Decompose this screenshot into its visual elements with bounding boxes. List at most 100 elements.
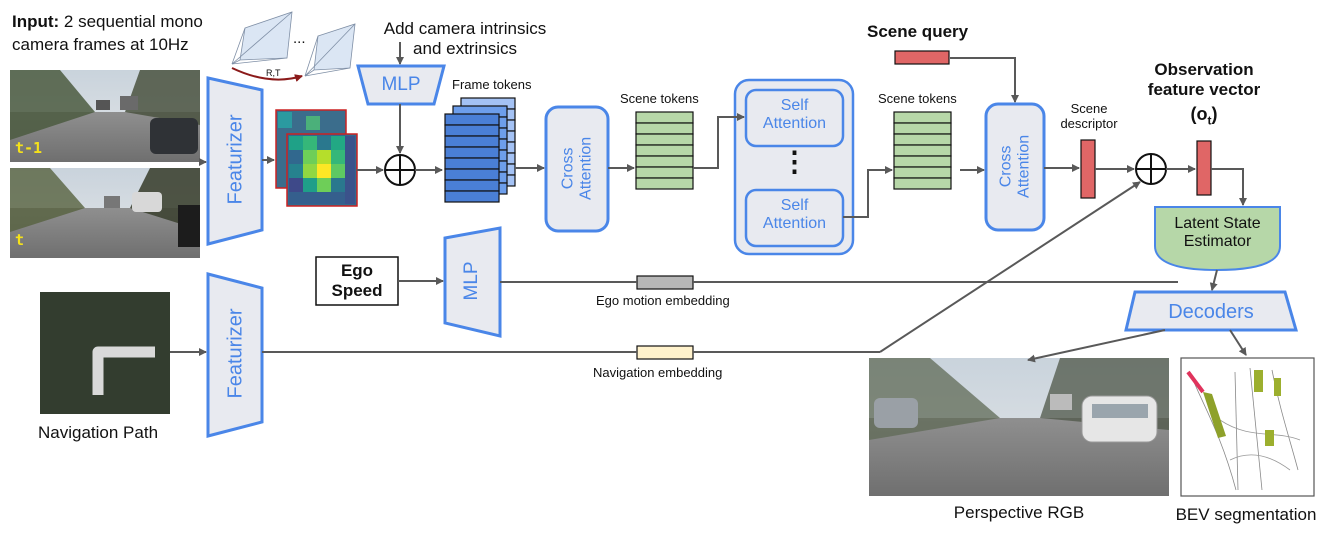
scene-tokens-1-label: Scene tokens xyxy=(620,91,699,106)
ego-speed-line2: Speed xyxy=(331,280,383,300)
latent-state-estimator-shape xyxy=(1154,206,1281,272)
observation-line2: feature vector xyxy=(1147,79,1261,99)
observation-symbol-sub: t xyxy=(1207,113,1212,128)
scene-descriptor-line2: descriptor xyxy=(1060,115,1118,131)
frame-token-front-row xyxy=(444,124,500,137)
perspective-rgb-image xyxy=(869,358,1169,496)
frame-token-front-row xyxy=(444,179,500,192)
feature-heatmaps xyxy=(275,109,358,207)
scene-token-b-row xyxy=(893,177,952,190)
frame-prev-tag: t-1 xyxy=(15,139,43,157)
cross-attention-1-line1: Cross xyxy=(559,147,577,190)
scene-descriptor-token xyxy=(1080,139,1096,199)
camera-frustum-icons xyxy=(231,11,356,77)
scene-token-a-row xyxy=(635,144,694,157)
observation-symbol: (ot) xyxy=(1130,104,1278,128)
cross-attention-2-line2: Attention xyxy=(1016,134,1033,198)
frame-tokens-label: Frame tokens xyxy=(452,77,532,92)
decoders-label: Decoders xyxy=(1168,301,1254,323)
scene-token-a-row xyxy=(635,122,694,135)
rt-label: R,T xyxy=(266,68,281,78)
ego-motion-embedding-label: Ego motion embedding xyxy=(596,293,730,308)
scene-token-a-row xyxy=(635,166,694,179)
navigation-embedding-token xyxy=(636,345,694,360)
cross-attention-2-line1: Cross xyxy=(997,145,1015,188)
scene-token-a-row xyxy=(635,155,694,168)
ego-speed-label: Ego Speed xyxy=(316,261,398,300)
perspective-rgb-label: Perspective RGB xyxy=(953,503,1085,522)
frames-ellipsis: ... xyxy=(293,30,306,47)
input-title-line2: camera frames at 10Hz xyxy=(12,35,189,54)
latent-state-line2: Estimator xyxy=(1183,233,1252,251)
featurizer-top-label: Featurizer xyxy=(224,114,247,205)
frame-tokens-stack xyxy=(444,97,516,203)
scene-descriptor-label: Scene descriptor xyxy=(1050,101,1128,132)
frame-token-front-row xyxy=(444,190,500,203)
add-operator-2 xyxy=(1135,153,1167,185)
add-operator-1 xyxy=(384,154,416,186)
scene-token-b-row xyxy=(893,155,952,168)
self-attention-1-label: Self Attention xyxy=(746,97,843,134)
latent-state-line1: Latent State xyxy=(1174,215,1261,232)
navigation-path-image xyxy=(40,292,170,414)
ego-speed-box xyxy=(315,256,399,306)
scene-token-b-row xyxy=(893,166,952,179)
scene-tokens-1 xyxy=(635,111,694,190)
scene-token-b-row xyxy=(893,144,952,157)
scene-token-b-row xyxy=(893,111,952,124)
observation-label: Observation feature vector (ot) xyxy=(1130,60,1278,128)
camera-note: Add camera intrinsics and extrinsics xyxy=(370,19,560,58)
scene-token-b-row xyxy=(893,122,952,135)
input-title-rest: 2 sequential mono xyxy=(59,12,203,31)
scene-query-token xyxy=(894,50,950,65)
scene-token-a-row xyxy=(635,133,694,146)
input-title: Input: 2 sequential mono xyxy=(12,12,203,32)
frame-curr-tag: t xyxy=(15,231,25,249)
bev-segmentation-image xyxy=(1180,357,1315,497)
frame-token-front-row xyxy=(444,135,500,148)
scene-token-a-row xyxy=(635,111,694,124)
camera-frame-t-minus-1 xyxy=(10,70,200,162)
observation-symbol-open: (o xyxy=(1190,104,1208,125)
featurizer-bottom-shape xyxy=(206,272,264,438)
camera-frame-t xyxy=(10,168,200,258)
camera-note-line1: Add camera intrinsics xyxy=(383,19,547,38)
self-attention-2-label: Self Attention xyxy=(746,197,843,234)
observation-line1: Observation xyxy=(1154,60,1254,79)
connectors xyxy=(170,42,1247,363)
featurizer-top-shape xyxy=(206,76,264,246)
cross-attention-1-label: Cross Attention xyxy=(560,118,597,218)
self-attention-dots: ⋮ xyxy=(780,146,809,177)
scene-descriptor-line1: Scene xyxy=(1070,101,1108,116)
scene-tokens-2 xyxy=(893,111,952,190)
observation-symbol-close: ) xyxy=(1211,104,1218,125)
frame-token-front-row xyxy=(444,157,500,170)
scene-token-a-row xyxy=(635,177,694,190)
self-attention-2-line1: Self xyxy=(780,197,809,214)
self-attention-1-box xyxy=(744,88,845,148)
mlp-top-label: MLP xyxy=(381,74,421,95)
scene-tokens-2-label: Scene tokens xyxy=(878,91,957,106)
featurizer-bottom-label: Featurizer xyxy=(224,308,247,399)
frame-token-front-row xyxy=(444,168,500,181)
cross-attention-2-label: Cross Attention xyxy=(998,116,1035,216)
bev-segmentation-label: BEV segmentation xyxy=(1175,505,1317,524)
navigation-embedding-label: Navigation embedding xyxy=(593,365,723,380)
self-attention-1-line1: Self xyxy=(780,97,809,114)
frame-token-front-row xyxy=(444,113,500,126)
latent-state-label: Latent State Estimator xyxy=(1155,215,1280,252)
mlp-middle-shape xyxy=(443,226,502,338)
scene-query-label: Scene query xyxy=(867,22,969,41)
navigation-path-label: Navigation Path xyxy=(38,423,159,442)
self-attention-1-line2: Attention xyxy=(762,115,827,133)
rt-transform-arrow xyxy=(231,67,303,82)
input-title-bold: Input: xyxy=(12,12,60,31)
frame-token-front-row xyxy=(444,146,500,159)
mlp-middle-label: MLP xyxy=(461,261,483,301)
camera-note-line2: and extrinsics xyxy=(413,38,517,58)
mlp-top-shape xyxy=(356,64,446,106)
scene-token-b-row xyxy=(893,133,952,146)
cross-attention-1-line2: Attention xyxy=(578,136,595,200)
ego-speed-line1: Ego xyxy=(340,261,374,280)
